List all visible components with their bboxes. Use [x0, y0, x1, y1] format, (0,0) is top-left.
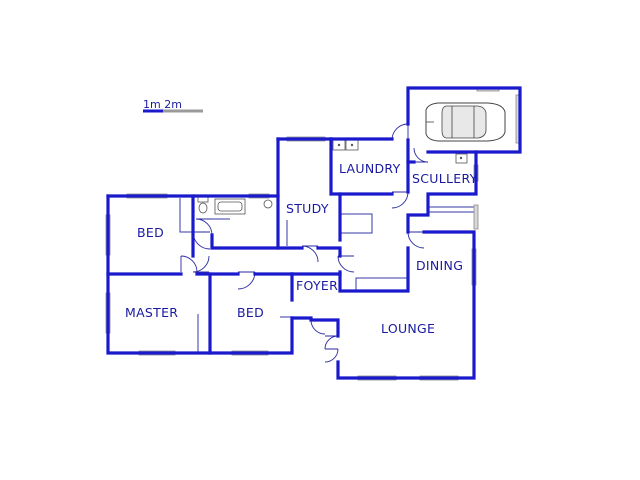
door-swing: [324, 335, 339, 350]
door-swing: [180, 255, 198, 273]
scale-bar: 1m 2m: [143, 98, 203, 113]
door-swing: [337, 255, 355, 273]
door-swing: [195, 218, 213, 236]
door-swing: [237, 271, 256, 290]
door-swing: [391, 123, 409, 141]
room-label-dining: DINING: [416, 258, 463, 273]
room-label-foyer: FOYER: [296, 278, 338, 293]
door-swing: [192, 255, 210, 273]
door-swing: [310, 319, 326, 335]
room-label-laundry: LAUNDRY: [339, 161, 401, 176]
room-label-scullery: SCULLERY: [412, 171, 478, 186]
car-icon: [425, 102, 506, 142]
door-swing: [413, 147, 429, 163]
door-swing: [192, 231, 211, 250]
room-labels: BED STUDY LAUNDRY SCULLERY DINING MASTER…: [125, 161, 478, 336]
door-swing: [391, 191, 409, 209]
interior-lines: [179, 198, 475, 352]
room-label-lounge: LOUNGE: [381, 321, 435, 336]
room-label-bed-2: BED: [237, 305, 264, 320]
doors: [180, 123, 429, 363]
laundry-tub-icon: [332, 139, 359, 151]
door-swing: [407, 231, 425, 249]
room-label-master: MASTER: [125, 305, 178, 320]
room-label-study: STUDY: [286, 201, 329, 216]
scale-label: 1m 2m: [143, 98, 182, 111]
room-label-bed-1: BED: [137, 225, 164, 240]
door-swing: [324, 348, 339, 363]
fixtures: [197, 102, 506, 215]
door-swing: [301, 245, 319, 263]
sink-icon: [455, 153, 468, 164]
basin-icon: [263, 199, 273, 209]
toilet-icon: [197, 196, 209, 214]
walls: [106, 86, 522, 380]
bathtub-icon: [214, 198, 246, 215]
